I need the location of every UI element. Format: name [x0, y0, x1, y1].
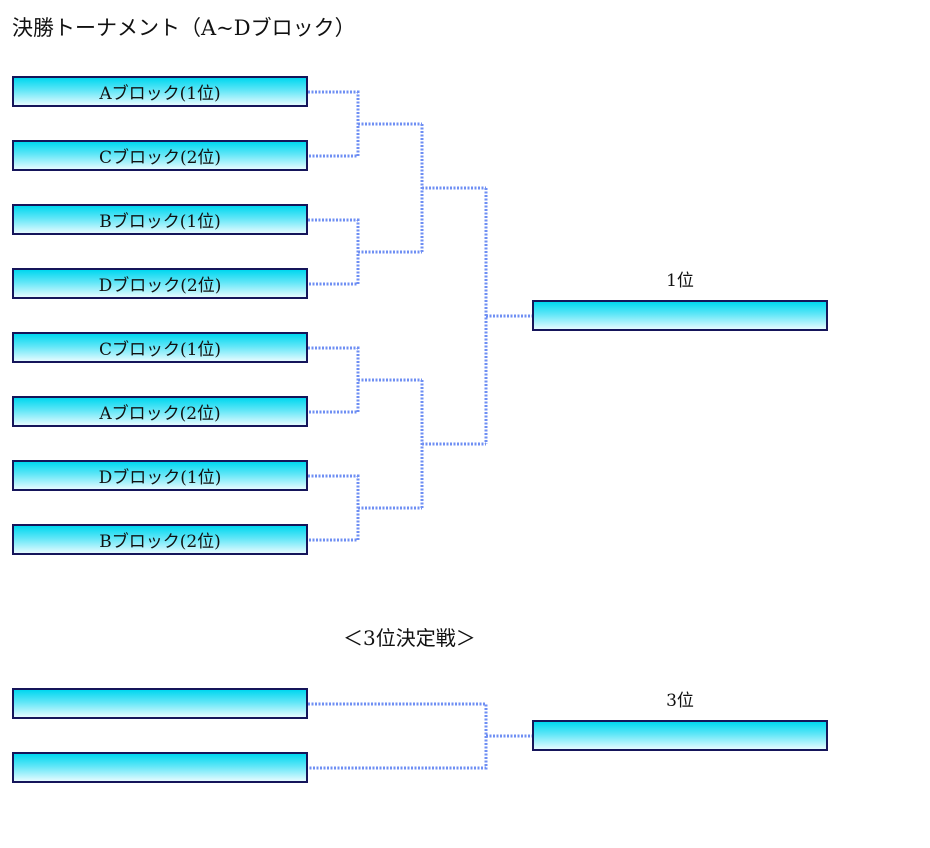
connector-final — [484, 188, 532, 444]
third-place-entry-2 — [12, 752, 308, 783]
connector-r1-d — [308, 474, 422, 542]
bracket-entry-3: Bブロック(1位) — [12, 204, 308, 235]
winner-box — [532, 300, 828, 331]
connector-semi-top — [420, 124, 486, 252]
third-place-title: ＜3位決定戦＞ — [343, 626, 476, 650]
bracket-entry-1: Aブロック(1位) — [12, 76, 308, 107]
page-title: 決勝トーナメント（A~Dブロック） — [12, 16, 356, 40]
third-place-entry-1 — [12, 688, 308, 719]
bracket-entry-6: Aブロック(2位) — [12, 396, 308, 427]
connector-r1-c — [308, 346, 422, 414]
connector-r1-a — [308, 90, 422, 158]
bracket-entry-5: Cブロック(1位) — [12, 332, 308, 363]
bracket-entry-8: Bブロック(2位) — [12, 524, 308, 555]
third-place-box — [532, 720, 828, 751]
connector-semi-bottom — [420, 380, 486, 508]
bracket-entry-7: Dブロック(1位) — [12, 460, 308, 491]
bracket-entry-4: Dブロック(2位) — [12, 268, 308, 299]
bracket-entry-2: Cブロック(2位) — [12, 140, 308, 171]
connector-r1-b — [308, 218, 422, 286]
third-place-label: 3位 — [666, 691, 694, 711]
connector-third-place — [308, 702, 532, 770]
winner-label: 1位 — [666, 271, 694, 291]
